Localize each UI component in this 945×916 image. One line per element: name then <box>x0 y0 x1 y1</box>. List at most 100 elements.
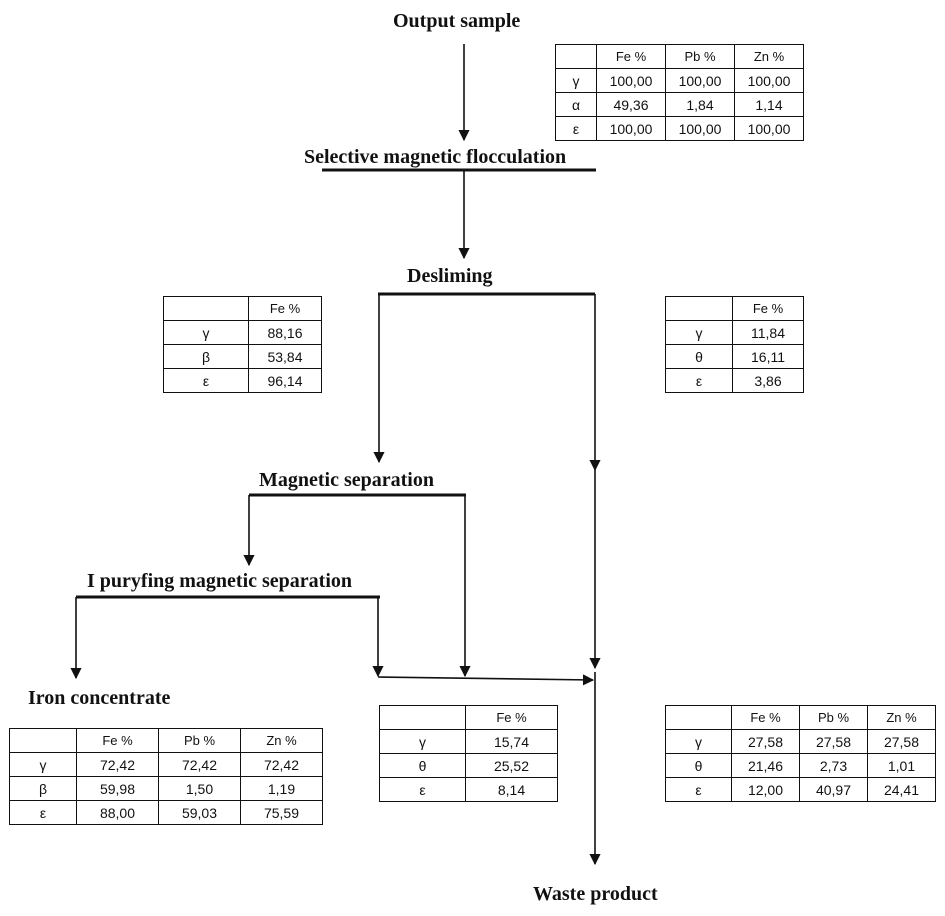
row-symbol-cell: β <box>9 776 77 801</box>
value-cell: 27,58 <box>731 729 800 754</box>
row-symbol-cell: γ <box>555 68 597 93</box>
value-cell: 72,42 <box>76 752 159 777</box>
value-cell: 59,03 <box>158 800 241 825</box>
header-cell <box>555 44 597 69</box>
value-cell: 25,52 <box>465 753 558 778</box>
value-cell: 12,00 <box>731 777 800 802</box>
header-cell: Pb % <box>799 705 868 730</box>
table-row: γ 27,58 27,58 27,58 <box>665 729 936 754</box>
header-cell: Fe % <box>596 44 666 69</box>
table-row: γ 100,00 100,00 100,00 <box>555 68 804 93</box>
table-row: β 59,98 1,50 1,19 <box>9 776 323 801</box>
table-row: γ 15,74 <box>379 729 558 754</box>
table-header-row: Fe % <box>665 296 804 321</box>
table-header-row: Fe % Pb % Zn % <box>555 44 804 69</box>
value-cell: 1,84 <box>665 92 735 117</box>
desliming-label: Desliming <box>407 265 493 287</box>
output-sample-table: Fe % Pb % Zn % γ 100,00 100,00 100,00 α … <box>555 44 804 141</box>
value-cell: 100,00 <box>596 116 666 141</box>
row-symbol-cell: θ <box>665 344 733 369</box>
value-cell: 40,97 <box>799 777 868 802</box>
row-symbol-cell: γ <box>665 320 733 345</box>
table-row: β 53,84 <box>163 344 322 369</box>
row-symbol-cell: γ <box>665 729 732 754</box>
iron-concentrate-label: Iron concentrate <box>28 687 171 709</box>
table-row: ε 96,14 <box>163 368 322 393</box>
row-symbol-cell: θ <box>665 753 732 778</box>
purifying-separation-label: I puryfing magnetic separation <box>87 570 352 592</box>
header-cell: Pb % <box>158 728 241 753</box>
value-cell: 24,41 <box>867 777 936 802</box>
value-cell: 2,73 <box>799 753 868 778</box>
header-cell: Fe % <box>248 296 322 321</box>
table-header-row: Fe % <box>379 705 558 730</box>
table-header-row: Fe % Pb % Zn % <box>9 728 323 753</box>
row-symbol-cell: ε <box>9 800 77 825</box>
value-cell: 1,01 <box>867 753 936 778</box>
value-cell: 75,59 <box>240 800 323 825</box>
table-header-row: Fe % <box>163 296 322 321</box>
value-cell: 53,84 <box>248 344 322 369</box>
value-cell: 88,16 <box>248 320 322 345</box>
table-row: γ 88,16 <box>163 320 322 345</box>
header-cell <box>379 705 466 730</box>
row-symbol-cell: ε <box>665 368 733 393</box>
value-cell: 27,58 <box>867 729 936 754</box>
table-header-row: Fe % Pb % Zn % <box>665 705 936 730</box>
header-cell: Fe % <box>731 705 800 730</box>
row-symbol-cell: ε <box>379 777 466 802</box>
output-sample-label: Output sample <box>393 10 521 32</box>
table-row: ε 8,14 <box>379 777 558 802</box>
header-cell <box>163 296 249 321</box>
header-cell <box>665 296 733 321</box>
row-symbol-cell: γ <box>9 752 77 777</box>
table-row: γ 11,84 <box>665 320 804 345</box>
arrow-tailings-collector <box>377 674 595 686</box>
value-cell: 27,58 <box>799 729 868 754</box>
waste-product-label: Waste product <box>533 883 658 905</box>
value-cell: 1,50 <box>158 776 241 801</box>
table-row: ε 3,86 <box>665 368 804 393</box>
table-row: ε 88,00 59,03 75,59 <box>9 800 323 825</box>
value-cell: 16,11 <box>732 344 804 369</box>
value-cell: 3,86 <box>732 368 804 393</box>
value-cell: 8,14 <box>465 777 558 802</box>
selective-flocculation-label: Selective magnetic flocculation <box>304 146 567 168</box>
row-symbol-cell: θ <box>379 753 466 778</box>
header-cell <box>9 728 77 753</box>
waste-product-table: Fe % Pb % Zn % γ 27,58 27,58 27,58 θ 21,… <box>665 705 936 802</box>
value-cell: 96,14 <box>248 368 322 393</box>
table-row: θ 16,11 <box>665 344 804 369</box>
table-row: γ 72,42 72,42 72,42 <box>9 752 323 777</box>
row-symbol-cell: ε <box>665 777 732 802</box>
value-cell: 100,00 <box>734 68 804 93</box>
iron-concentrate-table: Fe % Pb % Zn % γ 72,42 72,42 72,42 β 59,… <box>9 728 323 825</box>
value-cell: 59,98 <box>76 776 159 801</box>
value-cell: 72,42 <box>240 752 323 777</box>
table-row: θ 25,52 <box>379 753 558 778</box>
header-cell: Zn % <box>867 705 936 730</box>
magnetic-tailings-table: Fe % γ 15,74 θ 25,52 ε 8,14 <box>379 705 558 802</box>
header-cell: Pb % <box>665 44 735 69</box>
table-row: α 49,36 1,84 1,14 <box>555 92 804 117</box>
value-cell: 100,00 <box>665 116 735 141</box>
header-cell: Fe % <box>465 705 558 730</box>
value-cell: 100,00 <box>734 116 804 141</box>
header-cell <box>665 705 732 730</box>
value-cell: 100,00 <box>665 68 735 93</box>
header-cell: Zn % <box>240 728 323 753</box>
header-cell: Zn % <box>734 44 804 69</box>
row-symbol-cell: α <box>555 92 597 117</box>
value-cell: 21,46 <box>731 753 800 778</box>
row-symbol-cell: ε <box>163 368 249 393</box>
desliming-underflow-table: Fe % γ 88,16 β 53,84 ε 96,14 <box>163 296 322 393</box>
header-cell: Fe % <box>76 728 159 753</box>
row-symbol-cell: β <box>163 344 249 369</box>
magnetic-separation-label: Magnetic separation <box>259 469 434 491</box>
header-cell: Fe % <box>732 296 804 321</box>
value-cell: 88,00 <box>76 800 159 825</box>
row-symbol-cell: γ <box>163 320 249 345</box>
value-cell: 49,36 <box>596 92 666 117</box>
